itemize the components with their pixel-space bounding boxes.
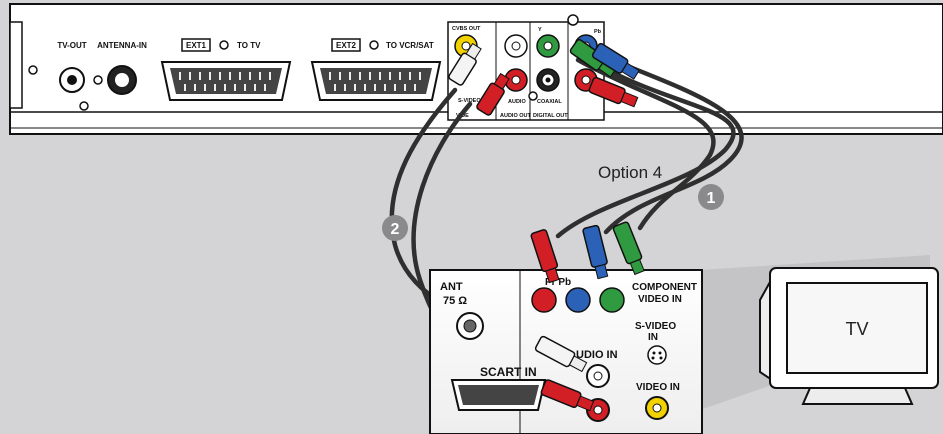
cable-component-blue xyxy=(603,57,744,235)
digital-out-label: DIGITAL OUT xyxy=(533,113,568,119)
ant-label: ANT xyxy=(440,281,463,293)
y-label: Y xyxy=(538,27,542,33)
tv-component-plugs xyxy=(530,221,645,284)
step-1-number: 1 xyxy=(707,190,716,207)
audio-in-label: UDIO IN xyxy=(576,349,618,361)
ext1-label: EXT1 xyxy=(186,41,207,50)
tv-component-pr-jack xyxy=(531,287,557,313)
tv-screen xyxy=(786,282,928,374)
pr-pb-label: Pr Pb xyxy=(545,277,571,288)
s-video-in-label-1: S-VIDEO xyxy=(635,321,676,332)
tv-s-video-jack xyxy=(647,345,667,365)
video-in-label: VIDEO IN xyxy=(636,382,680,393)
tv-stand xyxy=(801,387,914,405)
recorder-rear-panel: TV-OUT ANTENNA-IN EXT1 TO TV EXT2 TO VCR… xyxy=(9,3,943,135)
antenna-in-label: ANTENNA-IN xyxy=(97,41,147,50)
cvbs-out-label: CVBS OUT xyxy=(452,26,481,32)
s-video-in-label-2: IN xyxy=(648,332,658,343)
tv-component-y-jack xyxy=(599,287,625,313)
tv-out-label: TV-OUT xyxy=(57,41,86,50)
pb-label: Pb xyxy=(594,29,602,35)
ext2-dest-label: TO VCR/SAT xyxy=(386,41,434,50)
cable-component-red xyxy=(555,63,736,239)
audio-label: AUDIO xyxy=(508,99,526,105)
ext2-label: EXT2 xyxy=(336,41,357,50)
ant-ohm-label: 75 Ω xyxy=(443,295,467,307)
tv-component-pb-jack xyxy=(565,287,591,313)
screw-icon xyxy=(28,65,38,75)
audio-out-label: AUDIO OUT xyxy=(500,113,532,119)
option-label: Option 4 xyxy=(598,163,662,182)
cable-component-green xyxy=(575,57,716,231)
scart-in-label: SCART IN xyxy=(480,365,537,379)
ext1-dest-label: TO TV xyxy=(237,41,261,50)
tv-audio-plugs xyxy=(534,335,595,412)
step-2-number: 2 xyxy=(391,221,400,238)
component-label: COMPONENT xyxy=(632,282,697,293)
television: TV xyxy=(759,267,939,405)
s-video-label: S-VIDEO xyxy=(458,98,481,104)
tv-label: TV xyxy=(845,319,868,339)
step-1-badge: 1 xyxy=(698,184,724,210)
recorder-plugs xyxy=(448,39,640,116)
component-video-in-label: VIDEO IN xyxy=(638,294,682,305)
step-2-badge: 2 xyxy=(382,215,408,241)
coaxial-label: COAXIAL xyxy=(537,99,562,105)
